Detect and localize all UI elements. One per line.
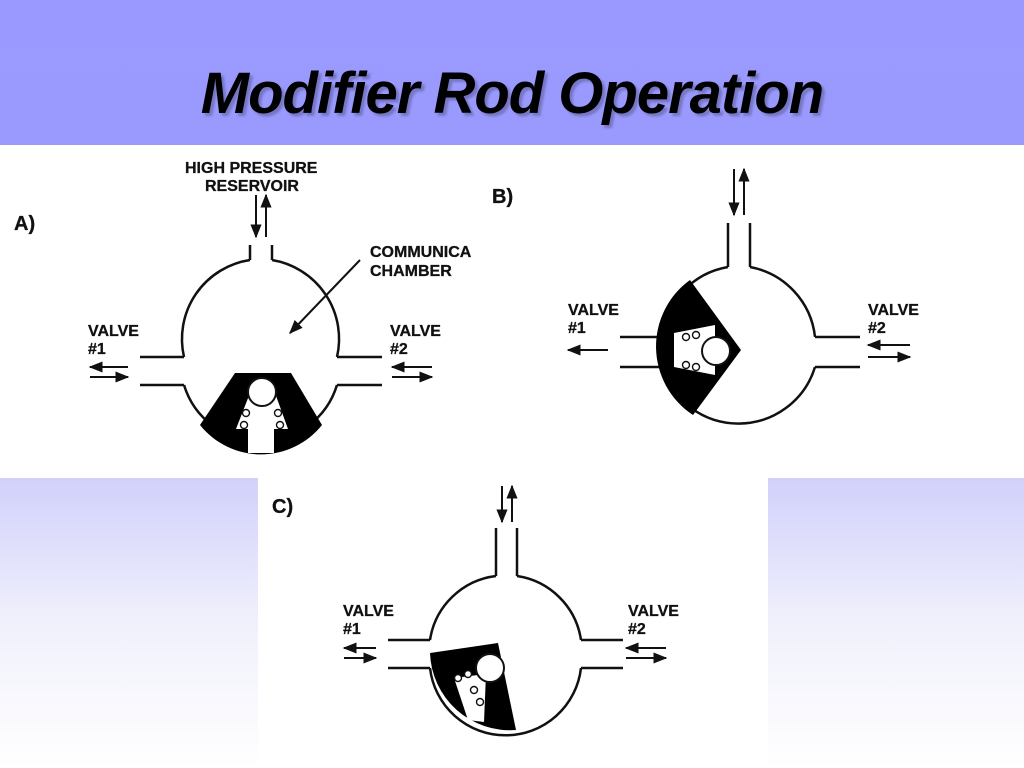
panel-b-label: B) bbox=[492, 186, 513, 208]
flow-arrows bbox=[342, 484, 668, 664]
valve2-label-line2: #2 bbox=[628, 621, 646, 638]
reservoir-label-line1: HIGH PRESSURE bbox=[185, 160, 318, 177]
diagram-b-svg: B) VALVE #1 VALVE #2 bbox=[492, 167, 919, 425]
valve1-label-line1: VALVE bbox=[343, 603, 394, 620]
valve1-label-line2: #1 bbox=[88, 341, 106, 358]
diagram-c-svg: C) VALVE #1 VALVE #2 bbox=[272, 484, 679, 737]
slide-title: Modifier Rod Operation bbox=[200, 61, 824, 126]
rod-bearings bbox=[239, 408, 285, 430]
valve2-label-line1: VALVE bbox=[390, 323, 441, 340]
chamber-label-line1: COMMUNICA bbox=[370, 244, 472, 261]
rod-stem bbox=[248, 405, 274, 453]
reservoir-label-line2: RESERVOIR bbox=[205, 178, 299, 195]
panel-a-label: A) bbox=[14, 213, 35, 235]
diagram-panel-a: A) HIGH PRESSURE RESERVOIR COMMUNICA CHA… bbox=[0, 145, 478, 478]
diagram-a-svg: A) HIGH PRESSURE RESERVOIR COMMUNICA CHA… bbox=[14, 160, 472, 455]
rod-ball bbox=[247, 377, 277, 407]
diagram-panel-c: C) VALVE #1 VALVE #2 bbox=[258, 478, 768, 768]
flow-arrows bbox=[566, 167, 912, 363]
valve2-label-line2: #2 bbox=[868, 320, 886, 337]
rod-ball bbox=[475, 653, 505, 683]
rod-bearings bbox=[681, 330, 701, 372]
valve-body-outline bbox=[388, 528, 623, 737]
valve1-label-line2: #1 bbox=[568, 320, 586, 337]
flow-arrows bbox=[88, 193, 434, 383]
diagram-panel-b: B) VALVE #1 VALVE #2 bbox=[478, 145, 1024, 478]
rod-bearings bbox=[453, 669, 485, 707]
valve1-label-line1: VALVE bbox=[568, 302, 619, 319]
rod-stem bbox=[454, 674, 486, 722]
rod-ball bbox=[701, 336, 731, 366]
valve2-label-line1: VALVE bbox=[628, 603, 679, 620]
valve1-label-line2: #1 bbox=[343, 621, 361, 638]
valve-body-outline bbox=[620, 223, 860, 425]
valve2-label-line2: #2 bbox=[390, 341, 408, 358]
valve1-label-line1: VALVE bbox=[88, 323, 139, 340]
chamber-label-line2: CHAMBER bbox=[370, 263, 452, 280]
panel-c-label: C) bbox=[272, 496, 293, 518]
valve2-label-line1: VALVE bbox=[868, 302, 919, 319]
